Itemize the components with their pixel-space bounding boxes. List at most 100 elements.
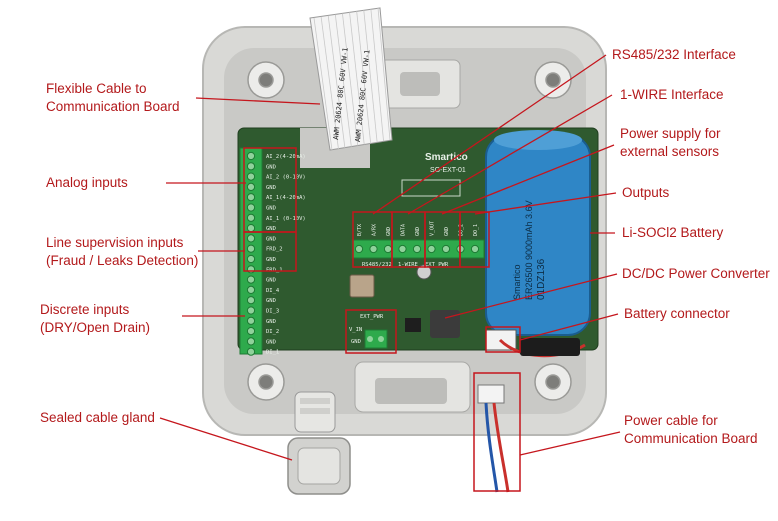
label-power-supply: Power supply for external sensors [620, 125, 721, 161]
highlight-boxes [243, 147, 521, 492]
label-1wire: 1-WIRE Interface [620, 86, 724, 104]
ic-chip [405, 318, 421, 332]
label-power-supply-line2: external sensors [620, 144, 720, 159]
cable-stripe [377, 7, 391, 141]
terminal-screw [246, 162, 256, 171]
label-discrete-inputs: Discrete inputs (DRY/Open Drain) [40, 301, 150, 337]
ext-pwr-gnd: GND [351, 339, 361, 345]
ext-pwr-title: EXT_PWR [360, 314, 384, 320]
label-flexible-cable-line1: Flexible Cable to [46, 81, 147, 96]
group-label-rs485: RS485/232 [362, 262, 392, 268]
terminal-screw [354, 244, 364, 254]
terminal-screw [246, 275, 256, 284]
pin-label: AI_2(4-20mA) [266, 154, 306, 160]
pin-label: DI_1 [266, 350, 279, 356]
label-box [401, 179, 461, 197]
terminal-screw [246, 234, 256, 243]
label-cable-gland: Sealed cable gland [40, 409, 155, 427]
label-1wire-line1: 1-WIRE Interface [620, 87, 724, 102]
pin-label: AI_1(4-20mA) [266, 195, 306, 201]
label-power-cable-line2: Communication Board [624, 431, 758, 446]
cable-stripe [320, 16, 339, 149]
terminal-screw [383, 244, 393, 254]
cable-stripe [334, 14, 352, 147]
pin-label: GND [415, 227, 421, 236]
terminal-screw [369, 244, 378, 254]
terminal-screw [246, 203, 256, 212]
label-outputs: Outputs [622, 184, 669, 202]
label-battery-connector-line1: Battery connector [624, 306, 730, 321]
label-line-supervision-line1: Line supervision inputs [46, 235, 184, 250]
pin-label: DO_1 [473, 224, 479, 236]
pin-label: FRD_2 [266, 247, 283, 253]
pin-label: GND [266, 278, 276, 284]
cable-gland-main [287, 437, 351, 495]
capacitor-1 [349, 274, 375, 298]
label-analog-inputs: Analog inputs [46, 174, 128, 192]
label-power-cable: Power cable for Communication Board [624, 412, 758, 448]
power-cable [477, 384, 510, 493]
screw-bosses [247, 61, 572, 401]
cable-stripe [370, 9, 384, 142]
pin-label: GND [266, 257, 276, 263]
capacitor-2 [416, 264, 432, 280]
terminal-screw [246, 306, 256, 315]
pin-label: GND [444, 227, 450, 236]
terminal-screw [412, 244, 422, 254]
terminal-screw [246, 265, 256, 274]
leader-lines [159, 54, 621, 461]
label-discrete-inputs-line2: (DRY/Open Drain) [40, 320, 151, 335]
pin-label: GND [266, 339, 276, 345]
cable-gland-small [294, 391, 336, 433]
terminal-screw [470, 244, 480, 254]
terminal-screw [246, 213, 256, 222]
label-discrete-inputs-line1: Discrete inputs [40, 302, 130, 317]
terminal-screw [246, 327, 256, 336]
terminal-screw [246, 151, 256, 161]
label-cable-gland-line1: Sealed cable gland [40, 410, 155, 425]
cable-stripe [356, 11, 372, 144]
pin-label: GND [266, 164, 276, 170]
label-dcdc-line1: DC/DC Power Converter [622, 266, 770, 281]
pin-label: DI_2 [266, 329, 279, 335]
group-label-1wire: 1-WIRE [398, 262, 418, 268]
terminal-screw [246, 244, 256, 253]
left-terminal-screws [246, 151, 256, 356]
terminal-screw [246, 337, 256, 346]
pin-label: V_OUT [430, 221, 436, 236]
terminal-screw [246, 285, 256, 294]
terminal-screw [441, 244, 451, 254]
terminal-screw [246, 254, 256, 264]
pin-label: DI_4 [266, 288, 280, 294]
pin-label: GND [266, 185, 276, 191]
terminal-screw [246, 182, 256, 191]
terminal-screw [246, 172, 256, 181]
cable-stripe [313, 17, 333, 151]
board-logo: Smartico SG-EXT-01 [425, 152, 468, 174]
pin-label: B/TX [357, 224, 363, 236]
terminal-screw [246, 224, 256, 233]
flex-cable: AWM 20624 80C 60V VW-1 AWM 20624 80C 60V… [309, 7, 393, 151]
pin-label: GND [266, 236, 276, 242]
battery-holder [520, 338, 580, 356]
ext-pwr-terminal [364, 329, 388, 349]
cable-stripe [349, 12, 365, 145]
group-label-extpwr: EXT_PWR [425, 262, 449, 268]
pin-label: A/RX [372, 224, 378, 236]
pin-label: GND [266, 206, 276, 212]
board-model: SG-EXT-01 [430, 167, 466, 174]
label-line-supervision-line2: (Fraud / Leaks Detection) [46, 253, 199, 268]
battery-model: ER26500 9000mAh 3.6V [524, 200, 534, 300]
cable-stripe [327, 15, 346, 148]
label-rs485-line1: RS485/232 Interface [612, 47, 736, 62]
pin-label: GND [266, 298, 276, 304]
label-rs485: RS485/232 Interface [612, 46, 736, 64]
pin-label: DI_3 [266, 309, 279, 315]
label-power-supply-line1: Power supply for [620, 126, 721, 141]
cable-stripe [363, 10, 378, 143]
label-battery-connector: Battery connector [624, 305, 730, 323]
box-outputs [459, 211, 490, 268]
label-battery-line1: Li-SOCl2 Battery [622, 225, 724, 240]
